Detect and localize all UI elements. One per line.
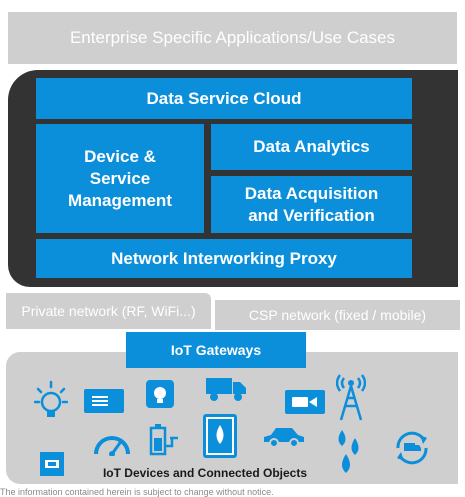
private-network: Private network (RF, WiFi...) xyxy=(6,293,211,329)
car-icon xyxy=(264,428,304,448)
battery-charger-icon xyxy=(149,424,178,456)
csp-network: CSP network (fixed / mobile) xyxy=(215,300,460,330)
network-interworking-proxy: Network Interworking Proxy xyxy=(36,239,412,278)
data-analytics: Data Analytics xyxy=(211,124,412,170)
gauge-icon xyxy=(94,436,130,456)
device-service-management: Device & Service Management xyxy=(36,124,204,233)
smart-bulb-icon xyxy=(146,380,174,408)
card-reader-icon xyxy=(84,389,124,413)
data-service-cloud: Data Service Cloud xyxy=(36,78,412,119)
iot-gateways: IoT Gateways xyxy=(126,332,306,368)
fleet-recycle-icon xyxy=(396,431,428,465)
beacon-icon xyxy=(40,452,64,476)
iot-devices-label: IoT Devices and Connected Objects xyxy=(102,466,308,480)
cell-tower-icon xyxy=(336,374,366,421)
enterprise-applications-layer: Enterprise Specific Applications/Use Cas… xyxy=(8,12,457,64)
disclaimer-footer: The information contained herein is subj… xyxy=(0,487,274,497)
video-camera-icon xyxy=(285,390,325,414)
truck-icon xyxy=(206,378,246,401)
data-acquisition-verification: Data Acquisition and Verification xyxy=(211,176,412,233)
water-drops-icon xyxy=(338,430,359,473)
smart-meter-icon xyxy=(203,414,237,458)
lightbulb-icon xyxy=(34,380,68,417)
